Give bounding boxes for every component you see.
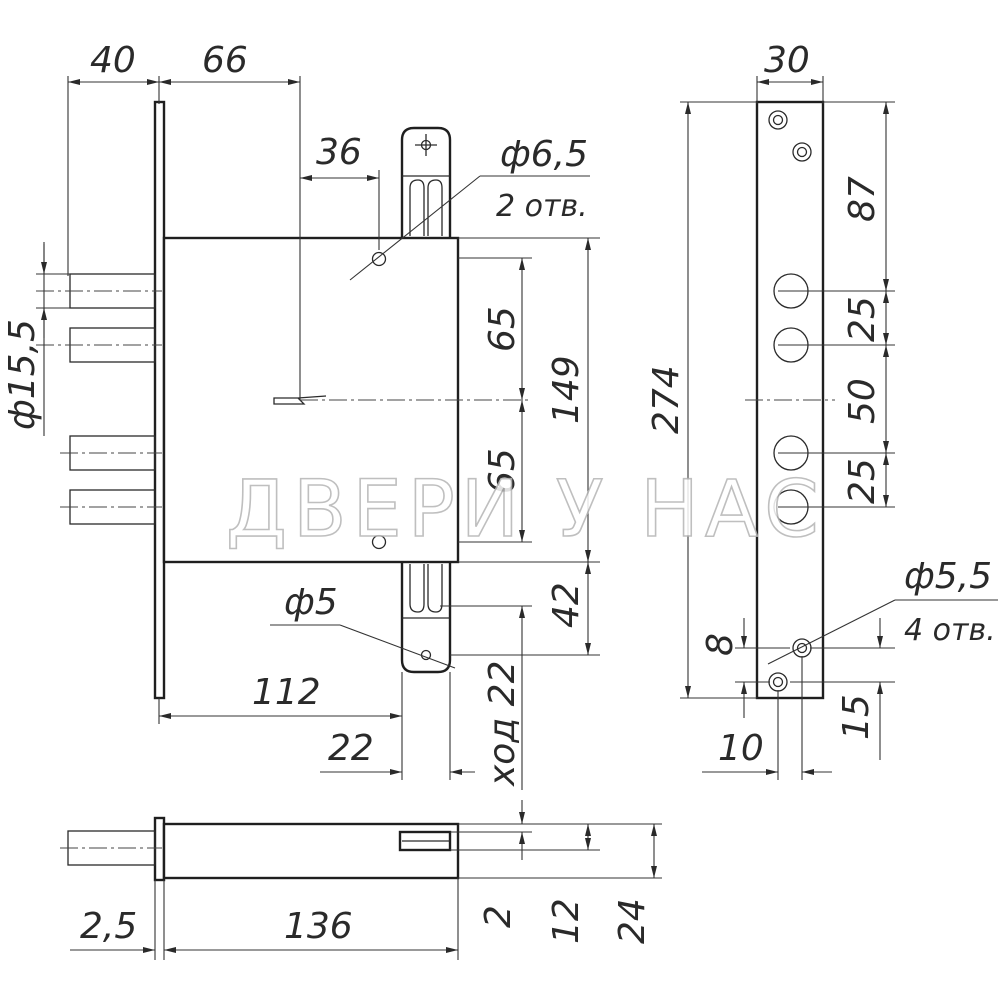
dim-2-5: 2,5 — [80, 906, 137, 947]
dim-cylinder-15-5: ф15,5 — [2, 319, 43, 430]
dim-stroke-22: ход 22 — [482, 661, 523, 787]
dim-66: 66 — [202, 40, 248, 81]
side-faceplate — [153, 816, 166, 882]
dim-10: 10 — [718, 728, 764, 769]
top-rod — [400, 126, 452, 238]
dim-40: 40 — [90, 40, 136, 81]
keyhole — [273, 395, 327, 405]
dim-2: 2 — [478, 905, 519, 928]
dim-hole-6-5: ф6,5 — [500, 134, 588, 175]
case-hole-bottom — [371, 534, 387, 550]
dim-25-bottom: 25 — [842, 458, 883, 504]
dim-65-bottom: 65 — [482, 448, 523, 494]
dim-hole-5-5: ф5,5 — [904, 556, 992, 597]
dim-24: 24 — [612, 898, 653, 944]
dim-87: 87 — [842, 176, 883, 222]
strike-bolt-holes — [773, 273, 809, 525]
dim-25-top: 25 — [842, 296, 883, 342]
dim-22: 22 — [328, 728, 374, 769]
front-view: 40 66 36 ф6,5 2 отв. ф15,5 65 149 65 42 — [2, 40, 600, 790]
dim-8: 8 — [700, 633, 741, 656]
side-view: 2 12 24 2,5 136 — [60, 800, 662, 960]
strike-plate-view: 30 274 87 25 50 25 ф5,5 4 отв. 8 — [646, 40, 998, 780]
case-hole-top — [371, 251, 387, 267]
dim-36: 36 — [316, 132, 362, 173]
dim-12: 12 — [546, 898, 587, 944]
dim-149: 149 — [546, 355, 587, 424]
dim-136: 136 — [284, 906, 353, 947]
dim-274: 274 — [646, 365, 687, 434]
watermark: ДВЕРИ У НАС — [226, 465, 825, 555]
dim-holes-4: 4 отв. — [904, 613, 996, 648]
dim-65-top: 65 — [482, 306, 523, 352]
dim-30: 30 — [764, 40, 810, 81]
dim-42: 42 — [546, 582, 587, 628]
dim-hole-5: ф5 — [284, 582, 338, 623]
dim-50: 50 — [842, 378, 883, 424]
dim-holes-2: 2 отв. — [496, 189, 588, 224]
faceplate — [153, 100, 166, 700]
bolts — [36, 273, 162, 525]
dim-112: 112 — [252, 672, 321, 713]
dim-15: 15 — [836, 694, 877, 740]
bottom-rod — [400, 562, 452, 674]
